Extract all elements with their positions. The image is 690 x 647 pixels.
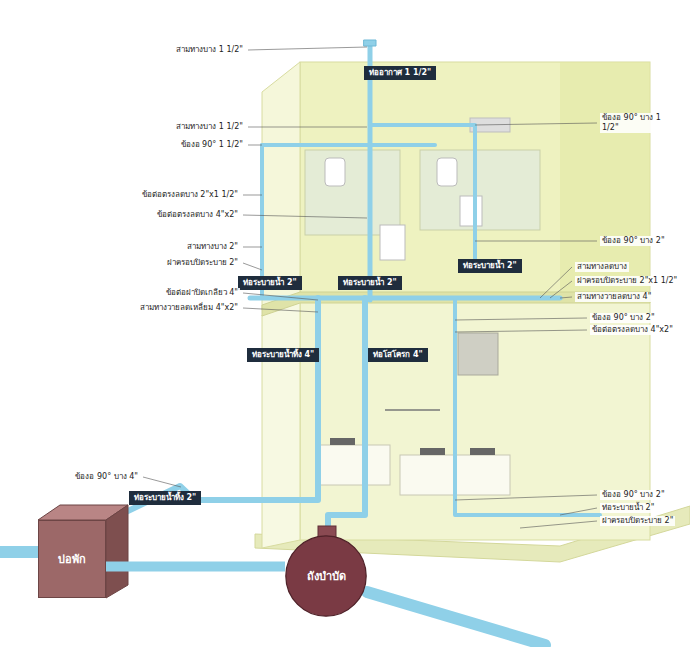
leader-line (455, 318, 587, 320)
part-label: ข้องอ 90° บาง 2" (590, 313, 657, 323)
part-label: สามทางบาง 1 1/2" (174, 45, 245, 55)
part-label: สามทางวายลดเหลี่ยม 4"x2" (138, 303, 240, 313)
mirror (305, 150, 400, 235)
part-label: ฝาครอบปิดระบาย 2" (600, 516, 675, 526)
leader-line (540, 267, 572, 298)
leader-line (243, 215, 367, 218)
pipe (260, 145, 264, 298)
pipe-tag: ท่อระบายน้ำทิ้ง 4" (247, 348, 320, 362)
pipe-tag: ท่ออากาศ 1 1/2" (364, 66, 436, 80)
leader-line (248, 145, 262, 146)
leader-line (243, 308, 318, 312)
part-label: ข้องอ 90° บาง 2" (600, 490, 667, 500)
pipes (0, 40, 600, 645)
leader-line (243, 263, 262, 270)
leader-line (560, 508, 597, 515)
counter (320, 445, 390, 485)
leader-lines (143, 47, 597, 528)
towel-rail (385, 409, 440, 411)
pipe-tag: ท่อระบายน้ำ 2" (338, 276, 402, 290)
part-label: ข้องอ 90° 1 1/2" (179, 140, 245, 150)
pipe (328, 298, 365, 532)
sink (330, 438, 355, 445)
part-label: ข้อต่อฝาปิดเกลียว 4" (164, 288, 240, 298)
leader-line (143, 477, 181, 487)
part-label: สามทางวายลดบาง 4" (575, 292, 653, 302)
main-pipe (0, 546, 38, 558)
mirror (420, 150, 540, 230)
pipe (262, 143, 435, 147)
node-text: ท่อระบายน้ำทิ้ง 4" (252, 350, 315, 360)
pipe-tag: ท่อระบายน้ำ 2" (458, 259, 522, 273)
leader-line (550, 281, 572, 298)
vent-cap (364, 40, 376, 46)
part-label: ข้องอ 90° บาง 4" (73, 472, 140, 482)
part-label: ข้องอ 90° บาง 2" (600, 236, 667, 246)
vent-pipe (368, 45, 373, 300)
part-label: ข้องอ 90° บาง 1 1/2" (600, 113, 676, 133)
pipe-tag: ท่อระบายน้ำ 2" (238, 276, 302, 290)
tank-neck (318, 526, 336, 538)
toilet (380, 225, 405, 260)
pit-faces (38, 505, 336, 598)
pipe (370, 125, 475, 260)
pit-side (106, 505, 128, 598)
lower-wall (300, 300, 650, 540)
node-text: ท่อระบายน้ำทิ้ง 2" (134, 493, 197, 503)
lower-side-wall (262, 300, 300, 548)
leader-line (455, 330, 587, 332)
catch-basin: บ่อพัก (38, 520, 106, 598)
leader-line (560, 297, 572, 298)
septic-tank: ถังบำบัด (285, 535, 367, 617)
pipe-connector (106, 562, 285, 572)
part-label: ฝาครอบปิดระบาย 2" (165, 258, 240, 268)
sink (420, 448, 445, 455)
leader-line (248, 47, 367, 50)
tank-body (286, 536, 366, 616)
node-text: บ่อพัก (58, 550, 86, 568)
node-text: ท่อโสโครก 4" (373, 350, 423, 360)
pipe-tag: ท่อระบายน้ำทิ้ง 2" (129, 491, 202, 505)
urinal (437, 158, 457, 186)
pipe (105, 298, 318, 522)
leader-line (243, 247, 262, 248)
urinal (325, 158, 345, 186)
part-label: ข้อต่อตรงลดบาง 4"x2" (155, 210, 240, 220)
upper-wall (300, 62, 650, 294)
leader-line (248, 127, 367, 128)
leader-line (455, 495, 597, 500)
leader-line (243, 293, 318, 300)
pipe (455, 300, 600, 515)
leader-line (475, 123, 597, 125)
leader-line (520, 521, 597, 528)
upper-side-wall (262, 62, 300, 310)
node-text: ท่อระบายน้ำ 2" (243, 278, 297, 288)
tank-outline (285, 535, 367, 617)
upper-partition (560, 62, 650, 294)
pipe-tag: ท่อโสโครก 4" (368, 348, 428, 362)
part-label: ฝาครอบปิดระบาย 2"x1 1/2" (575, 276, 679, 286)
node-text: ถังบำบัด (307, 567, 346, 585)
node-text: ท่ออากาศ 1 1/2" (369, 68, 431, 78)
leader-line (243, 195, 262, 196)
water-heater (460, 196, 482, 226)
sink (470, 448, 495, 455)
part-label: ท่อระบายน้ำ 2" (600, 503, 656, 513)
part-label: ข้อต่อตรงลดบาง 2"x1 1/2" (140, 190, 240, 200)
node-text: ท่อระบายน้ำ 2" (463, 261, 517, 271)
part-label: สามทางบาง 2" (185, 242, 240, 252)
part-label: สามทางบาง 1 1/2" (174, 122, 245, 132)
main-pipe (367, 592, 545, 645)
part-label: สามทางลดบาง (575, 262, 629, 272)
leader-line (475, 241, 597, 242)
window (458, 333, 498, 375)
part-label: ข้อต่อตรงลดบาง 4"x2" (590, 325, 675, 335)
node-text: ท่อระบายน้ำ 2" (343, 278, 397, 288)
